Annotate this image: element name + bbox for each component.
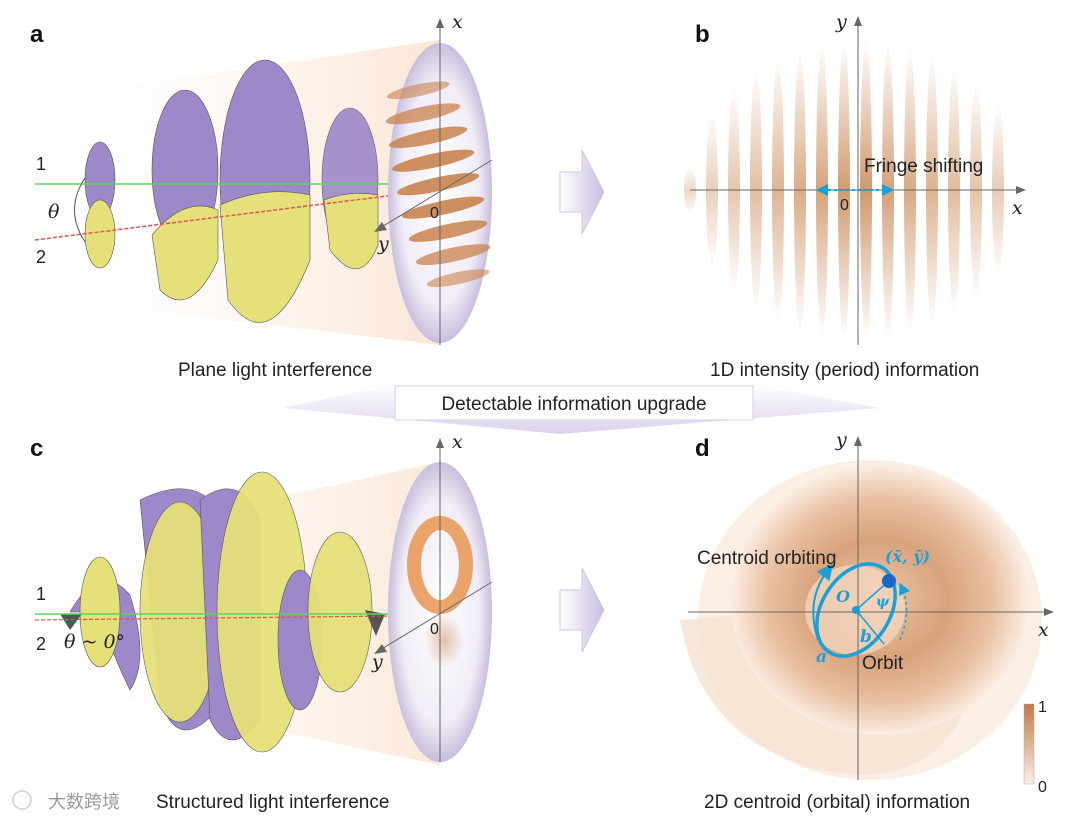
axis-y [379,581,493,651]
semi-axis-line [855,609,885,645]
helix-yellow [79,556,121,668]
panel-a: a 1 2 θ [30,11,493,381]
donut-tail [424,612,464,668]
helix-yellow [307,531,373,693]
axis-y-arrow [854,436,862,446]
panel-b-letter: b [695,21,710,48]
beam-1-label: 1 [36,154,46,174]
axis-x-label: x [452,431,463,453]
angle-label: θ [48,201,60,223]
flow-arrow-bottom [559,567,605,653]
fringe [386,81,450,100]
banner-text: Detectable information upgrade [441,394,706,415]
angle-arc [74,177,86,243]
orbit-arrow-left [812,563,833,641]
axis-y-arrow [374,644,387,654]
disc-yellow [323,193,379,270]
watermark: 大数跨境 [12,790,120,812]
centroid-coordinate-label: (x̄, ȳ) [885,547,930,566]
arrow-left-icon [816,184,828,196]
caption-d: 2D centroid (orbital) information [704,792,970,813]
upgrade-banner: Detectable information upgrade [283,384,880,434]
panel-a-letter: a [30,21,44,48]
axis-y-label: y [835,429,847,451]
axis-y-arrow [374,222,387,232]
intensity-map [680,460,1042,780]
watermark-icon [12,790,32,810]
disc-yellow [219,191,311,323]
orbit-label: Orbit [862,653,904,674]
fringe [426,269,490,287]
fringe [402,196,485,219]
beam-line-2 [34,194,396,241]
fringe [392,149,475,172]
panel-d-letter: d [695,435,710,462]
beam-2-label: 2 [36,247,46,267]
axis-x-label: x [1038,619,1049,641]
fringe [397,173,480,196]
caption-b: 1D intensity (period) information [710,360,979,381]
radius-line [855,580,890,611]
beam-2-label: 2 [36,634,46,654]
flow-arrow-top [559,149,605,235]
wave-discs [84,59,379,323]
disc-yellow [84,199,116,269]
panel-c: c 1 2 θ ~ 0° x y 0 Structure [30,431,493,813]
disc-yellow [151,205,219,301]
fringe-shifting-label: Fringe shifting [864,156,983,177]
fringe [415,244,491,266]
semi-axis-a-label: a [816,647,827,667]
fringe [408,220,488,242]
axis-x-arrow [436,438,444,448]
panel-b: b x y 0 Fringe shifting 1D intensity (pe… [684,11,1026,381]
axis-y-label: y [371,651,383,673]
colorbar-max-label: 1 [1038,699,1047,716]
axis-y-arrow [854,16,862,26]
watermark-text: 大数跨境 [48,792,120,812]
centroid-dot [882,574,896,588]
orbit-ellipse [815,562,897,658]
psi-label: ψ [876,594,890,610]
centroid-orbiting-label: Centroid orbiting [697,548,836,569]
fringe [388,126,468,149]
fringe [385,103,461,125]
center-label: O [836,587,850,606]
angle-label: θ ~ 0° [64,631,125,653]
helical-wavefronts [60,471,385,753]
origin-label: 0 [430,621,439,638]
orbit-center [852,606,860,614]
axis-x-arrow [436,18,444,28]
colorbar [1023,703,1035,785]
axis-y [379,159,493,229]
caption-c: Structured light interference [156,792,389,813]
axis-x-label: x [1012,197,1023,219]
arrow-right-icon [882,184,894,196]
helix-tip [60,614,82,630]
axis-y-label: y [835,11,847,33]
axis-y-label: y [377,233,389,255]
panel-d: d x y Centroid orbiting (x̄, ȳ) O ψ a b … [680,429,1054,813]
axis-x-arrow [1016,186,1026,194]
origin-label: 0 [430,205,439,222]
semi-axis-b-label: b [860,627,872,647]
origin-label: 0 [840,197,849,214]
beam-line-2 [34,615,396,621]
orbit-arrow-right [899,582,910,641]
caption-a: Plane light interference [178,360,372,381]
panel-c-letter: c [30,435,43,462]
fringe-pattern [385,81,491,287]
axis-x-arrow [1044,608,1054,616]
beam-1-label: 1 [36,584,46,604]
axis-x-label: x [452,11,463,33]
banner-box [394,385,754,421]
colorbar-min-label: 0 [1038,779,1047,796]
